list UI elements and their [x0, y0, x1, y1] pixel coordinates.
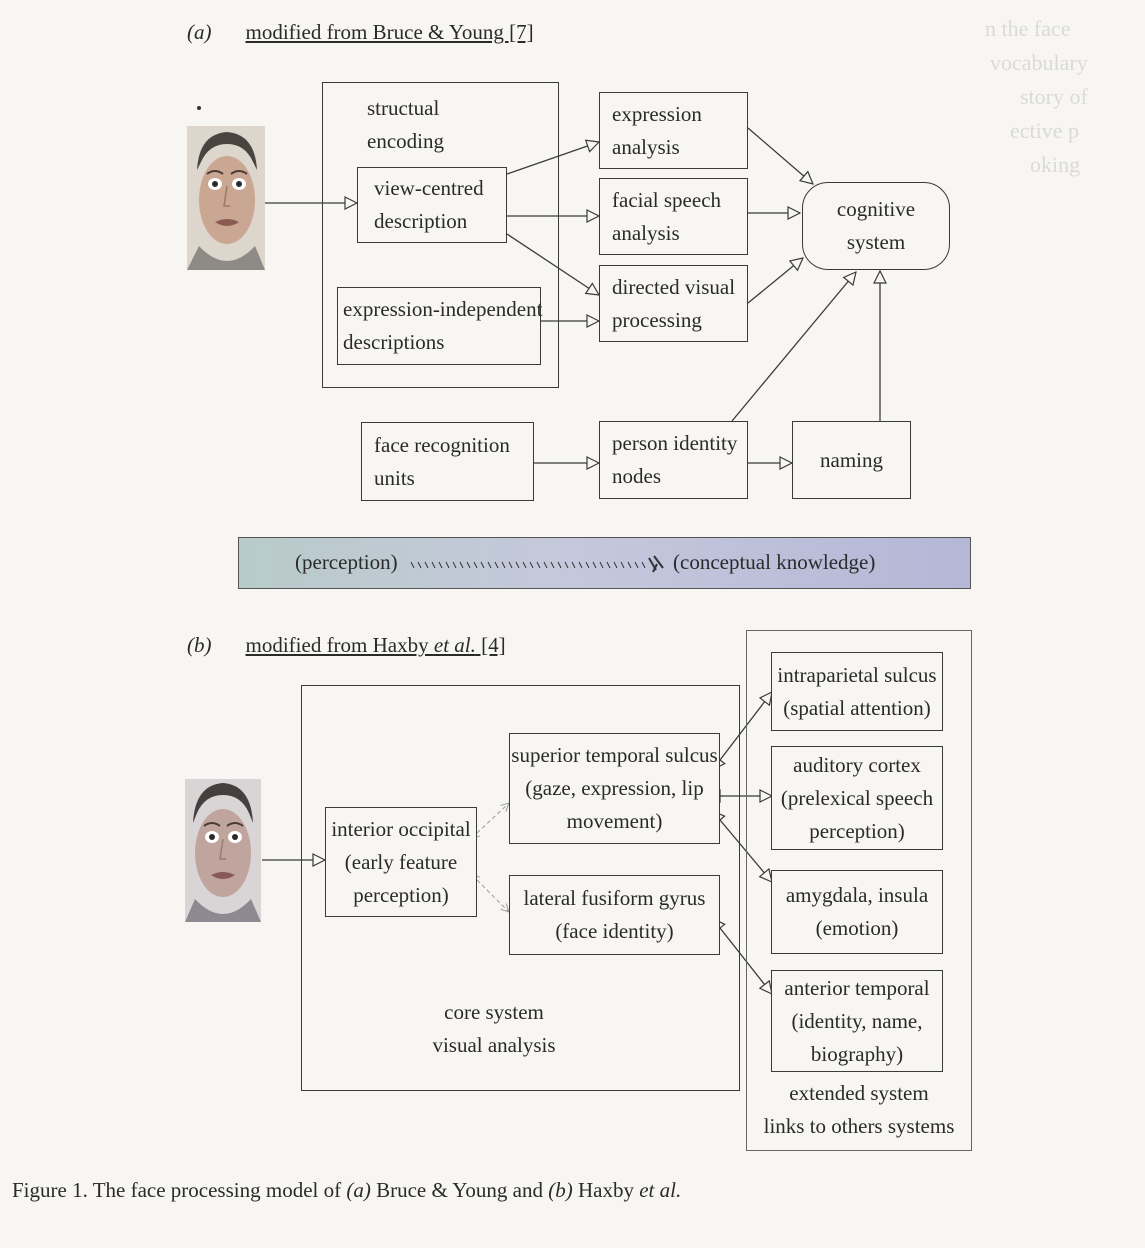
cognitive-system-line-2: system [846, 230, 906, 254]
core-system-line-2: visual analysis [432, 1033, 556, 1057]
structural-encoding-group [322, 82, 559, 388]
face-photo-b [185, 779, 261, 922]
bleed-through-text: ective p [1010, 118, 1080, 143]
lateral-fusiform-line-1: lateral fusiform gyrus [523, 886, 706, 910]
person-identity-nodes-box: person identity nodes [599, 421, 748, 499]
naming-box: naming [792, 421, 911, 499]
amygdala-line-2: (emotion) [815, 916, 899, 940]
superior-temporal-line-2: (gaze, expression, lip [525, 776, 704, 800]
arrow-directed-to-cognitive [747, 258, 803, 304]
dashed-arrow-occipital-fusiform [477, 880, 509, 912]
auditory-cortex-box: auditory cortex (prelexical speech perce… [771, 746, 943, 850]
caption-mid2: Haxby [572, 1178, 640, 1202]
caption-prefix: Figure 1. The face processing model of [12, 1178, 347, 1202]
panel-b-source: modified from Haxby et al. [4] [246, 633, 506, 657]
banner-left-label: (perception) [295, 550, 398, 574]
auditory-line-2: (prelexical speech [780, 785, 934, 810]
perception-knowledge-banner: (perception) (conceptual knowledge) [238, 537, 971, 589]
face-photo-a [187, 126, 265, 270]
expression-analysis-box: expression analysis [599, 92, 748, 169]
arrow-view-to-directed [506, 233, 599, 295]
extended-system-label: extended system links to others systems [746, 1077, 972, 1143]
core-system-line-1: core system [444, 1000, 544, 1024]
intraparietal-sulcus-box: intraparietal sulcus (spatial attention) [771, 652, 943, 731]
banner-right-label: (conceptual knowledge) [673, 550, 876, 574]
arrow-pin-to-cognitive [731, 272, 856, 422]
person-identity-line-2: nodes [612, 464, 661, 488]
expression-analysis-line-1: expression [612, 101, 702, 126]
interior-occipital-line-3: perception) [353, 882, 449, 907]
view-centred-line-1: view-centred [374, 176, 484, 200]
face-recognition-units-box: face recognition units [361, 422, 534, 501]
cognitive-system-line-1: cognitive [836, 197, 916, 221]
bleed-through-text: oking [1030, 152, 1081, 177]
lateral-fusiform-gyrus-box: lateral fusiform gyrus (face identity) [509, 875, 720, 955]
panel-b-label: (b) [187, 633, 212, 657]
auditory-line-3: perception) [809, 818, 905, 843]
core-system-label: core system visual analysis [394, 996, 594, 1062]
intraparietal-line-2: (spatial attention) [783, 695, 931, 720]
arrow-expression-to-cognitive [747, 127, 813, 184]
panel-a-header: (a) modified from Bruce & Young [7] [187, 20, 534, 45]
face-recognition-line-2: units [374, 465, 415, 490]
panel-b-source-etal: et al. [433, 633, 476, 657]
caption-b: (b) [548, 1178, 573, 1202]
caption-etal: et al. [639, 1178, 682, 1202]
structural-encoding-line-1: structual [367, 96, 440, 120]
view-centred-description-box: view-centred description [357, 167, 507, 243]
anterior-temporal-line-3: biography) [810, 1041, 904, 1066]
naming-label: naming [820, 447, 883, 472]
dashed-arrow-occipital-sts [477, 803, 509, 833]
panel-b-source-prefix: modified from Haxby [245, 633, 434, 657]
panel-a-source: modified from Bruce & Young [7] [245, 20, 534, 44]
facial-speech-line-2: analysis [612, 220, 680, 245]
directed-visual-line-1: directed visual [612, 274, 736, 299]
caption-mid: Bruce & Young and [370, 1178, 549, 1202]
expression-independent-line-2: descriptions [343, 330, 445, 354]
superior-temporal-line-1: superior temporal sulcus [511, 743, 718, 767]
intraparietal-line-1: intraparietal sulcus [777, 662, 937, 687]
anterior-temporal-line-2: (identity, name, [791, 1008, 923, 1033]
directed-visual-processing-box: directed visual processing [599, 265, 748, 342]
view-centred-line-2: description [374, 209, 468, 233]
extended-system-line-1: extended system [789, 1081, 929, 1105]
panel-a-label: (a) [187, 20, 212, 44]
lateral-fusiform-line-2: (face identity) [555, 919, 674, 943]
directed-visual-line-2: processing [612, 307, 702, 332]
structural-encoding-line-2: encoding [367, 129, 444, 153]
interior-occipital-line-2: (early feature [344, 849, 458, 874]
facial-speech-line-1: facial speech [612, 187, 722, 212]
expression-analysis-line-2: analysis [612, 134, 680, 159]
anterior-temporal-line-1: anterior temporal [784, 975, 930, 1000]
amygdala-insula-box: amygdala, insula (emotion) [771, 870, 943, 954]
arrow-view-to-expression [506, 142, 599, 175]
bleed-through-text: vocabulary [990, 50, 1088, 75]
face-recognition-line-1: face recognition [374, 432, 510, 457]
superior-temporal-sulcus-box: superior temporal sulcus (gaze, expressi… [509, 733, 720, 844]
person-identity-line-1: person identity [612, 431, 738, 455]
core-system-group [301, 685, 740, 1091]
bleed-through-text: story of [1020, 84, 1088, 109]
extended-system-line-2: links to others systems [763, 1114, 955, 1138]
expression-independent-box: expression-independent descriptions [337, 287, 543, 365]
auditory-line-1: auditory cortex [793, 752, 921, 777]
structural-encoding-label: structual encoding [367, 92, 444, 158]
expression-independent-line-1: expression-independent [343, 297, 543, 321]
anterior-temporal-box: anterior temporal (identity, name, biogr… [771, 970, 943, 1072]
interior-occipital-line-1: interior occipital [331, 816, 471, 841]
bleed-through-text: n the face [985, 16, 1071, 41]
banner-hatch-arrow [410, 555, 664, 573]
caption-a: (a) [346, 1178, 371, 1202]
superior-temporal-line-3: movement) [566, 809, 663, 833]
panel-b-source-suffix: [4] [475, 633, 506, 657]
dot-mark [197, 106, 201, 110]
panel-b-header: (b) modified from Haxby et al. [4] [187, 633, 506, 658]
cognitive-system-box: cognitive system [802, 182, 950, 270]
interior-occipital-box: interior occipital (early feature percep… [325, 807, 477, 917]
amygdala-line-1: amygdala, insula [785, 883, 929, 907]
extended-system-group [746, 630, 972, 1151]
facial-speech-analysis-box: facial speech analysis [599, 178, 748, 255]
figure-caption: Figure 1. The face processing model of (… [12, 1178, 681, 1203]
